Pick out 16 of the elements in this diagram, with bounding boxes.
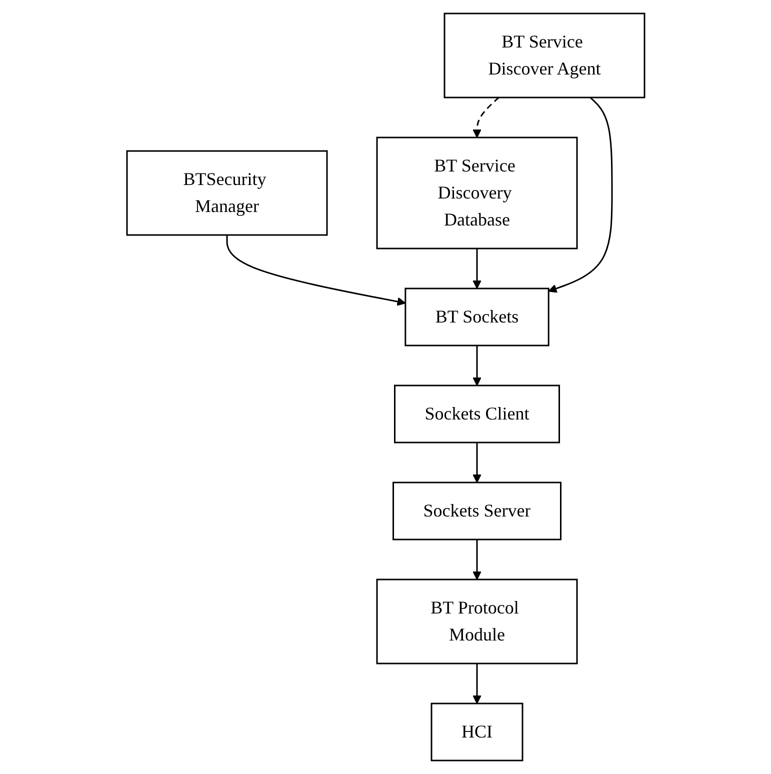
arrow [472,442,482,483]
arrow [472,540,482,580]
node-box: BT Service Discover Agent [444,12,645,98]
arrow [472,346,482,386]
arrow [472,248,482,289]
arrow [226,235,406,306]
arrow [472,96,500,138]
node-box: HCI [430,702,523,762]
node-box: BTSecurity Manager [126,150,328,236]
node-box: Sockets Client [394,384,560,444]
arrow [472,664,482,704]
node-box: BT Sockets [404,288,550,346]
arrow [548,96,612,293]
node-box: BT Service Discovery Database [376,136,578,250]
node-box: BT Protocol Module [376,578,578,664]
node-box: Sockets Server [392,482,562,540]
